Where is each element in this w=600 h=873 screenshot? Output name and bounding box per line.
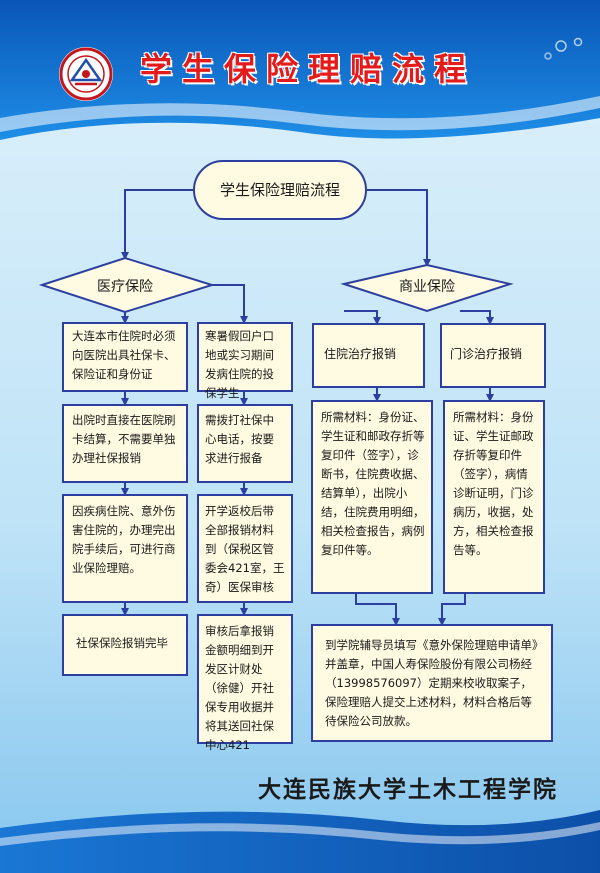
local-commercial-claim-step: 因疾病住院、意外伤害住院的，办理完出院手续后，可进行商业保险理赔。 (62, 494, 188, 603)
organization-name: 大连民族大学土木工程学院 (258, 776, 558, 803)
local-hospital-step: 大连本市住院时必须向医院出具社保卡、保险证和身份证 (62, 322, 188, 392)
medical-insurance-diamond (38, 256, 216, 314)
local-complete-step: 社保保险报销完毕 (62, 614, 188, 676)
outpatient-claim-node: 门诊治疗报销 (440, 323, 546, 388)
outpatient-materials-node: 所需材料：身份证、学生证邮政存折等复印件（签字），病情诊断证明，门诊病历，收据，… (443, 400, 545, 594)
medical-insurance-label: 医疗保险 (97, 279, 153, 295)
flow-start-label: 学生保险理赔流程 (219, 180, 340, 199)
inpatient-claim-node: 住院治疗报销 (312, 323, 425, 388)
commercial-insurance-diamond (340, 263, 514, 313)
university-seal-icon (59, 47, 113, 101)
local-discharge-step: 出院时直接在医院刷卡结算，不需要单独办理社保报销 (62, 404, 188, 483)
remote-report-step: 需拨打社保中心电话，按要求进行报备 (197, 404, 293, 483)
remote-hospital-step: 寒暑假回户口地或实习期间发病住院的投保学生 (197, 322, 293, 400)
remote-receipt-step: 审核后拿报销金额明细到开发区计财处（徐健）开社保专用收据并将其送回社保中心421 (197, 614, 293, 752)
commercial-insurance-label: 商业保险 (399, 279, 455, 295)
remote-review-step: 开学返校后带全部报销材料到（保税区管委会421室，王奇）医保审核 (197, 494, 293, 603)
flow-start-node: 学生保险理赔流程 (193, 160, 367, 220)
inpatient-materials-node: 所需材料：身份证、学生证和邮政存折等复印件（签字），诊断书，住院费收据、结算单）… (311, 400, 433, 594)
final-claim-node: 到学院辅导员填写《意外保险理赔申请单》并盖章，中国人寿保险股份有限公司杨经（13… (311, 624, 553, 742)
page-title: 学生保险理赔流程 (140, 50, 477, 88)
